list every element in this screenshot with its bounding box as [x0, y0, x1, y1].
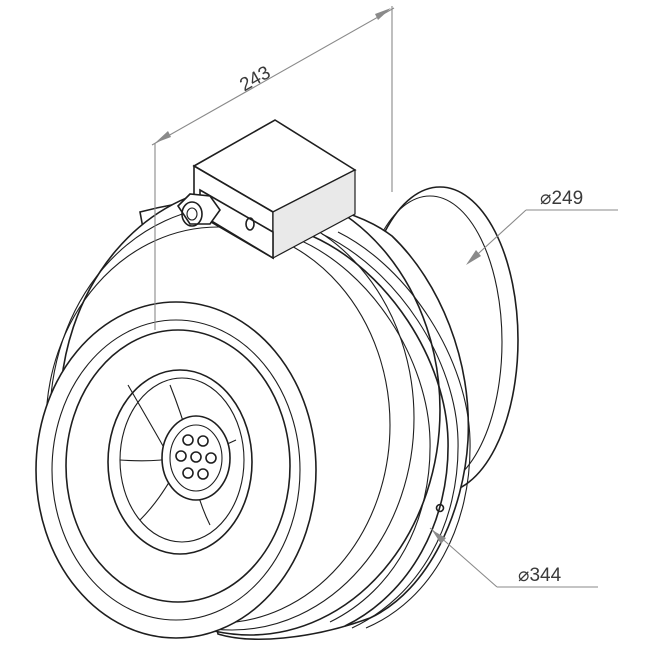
- motor-hub: [161, 415, 231, 501]
- body-diameter-value: 344: [529, 565, 561, 586]
- cable-gland: [176, 193, 221, 227]
- diameter-symbol: ⌀: [540, 188, 551, 209]
- housing-screw: [435, 503, 445, 513]
- svg-text:⌀249: ⌀249: [540, 188, 583, 209]
- dimension-body-diameter: ⌀344: [429, 527, 598, 588]
- length-label: 243: [236, 62, 274, 96]
- diameter-symbol: ⌀: [518, 565, 529, 586]
- svg-text:⌀344: ⌀344: [518, 565, 562, 586]
- outlet-diameter-value: 249: [551, 188, 583, 209]
- dimension-outlet-diameter: ⌀249: [466, 188, 618, 265]
- impeller: [119, 384, 237, 526]
